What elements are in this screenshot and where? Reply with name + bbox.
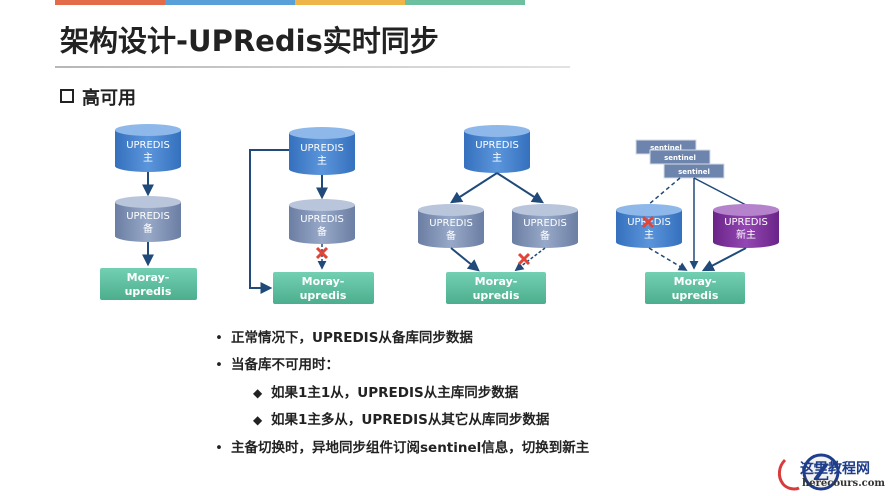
- d4-old-primary-db-icon: UPREDIS 主: [616, 204, 682, 248]
- d1-standby-db-icon: UPREDIS 备: [115, 196, 181, 242]
- d1-moray-label-2: upredis: [125, 285, 172, 298]
- d2-moray-label-1: Moray-: [302, 275, 345, 288]
- d4-arrow-old-primary-moray: [648, 247, 688, 271]
- d3-standby-b-label-2: 备: [540, 229, 550, 242]
- diagram-multi-standby: UPREDIS 主 UPREDIS 备 UPREDIS 备 Moray- upr…: [418, 125, 578, 304]
- bullet-dot-icon: •: [215, 330, 223, 346]
- d4-sentinel-3: sentinel: [663, 163, 725, 179]
- d4-sentinel-new-link: [693, 177, 747, 206]
- d1-primary-db-icon: UPREDIS 主: [115, 124, 181, 172]
- d4-moray-label-2: upredis: [672, 289, 719, 302]
- bullet-item: • 主备切换时，异地同步组件订阅sentinel信息，切换到新主: [215, 436, 589, 456]
- d3-standby-a-db-icon: UPREDIS 备: [418, 204, 484, 248]
- d3-moray-label-1: Moray-: [475, 275, 518, 288]
- d2-primary-label-2: 主: [317, 155, 327, 167]
- d2-arrow-primary-moray: [249, 149, 289, 294]
- d4-new-primary-db-icon: UPREDIS 新主: [713, 204, 779, 248]
- d3-arrow-primary-standby-a: [449, 172, 498, 204]
- svg-text:Z: Z: [813, 460, 829, 486]
- d2-moray-box: Moray- upredis: [273, 272, 374, 304]
- bullet-text: 当备库不可用时：: [231, 357, 339, 373]
- sub-bullet-text: 如果1主1从，UPREDIS从主库同步数据: [271, 385, 519, 401]
- sub-bullet-text: 如果1主多从，UPREDIS从其它从库同步数据: [271, 412, 550, 428]
- d3-arrow-standby-a-moray: [450, 247, 480, 272]
- ha-diagrams: UPREDIS 主 UPREDIS 备 Moray- upredis UPRED…: [100, 124, 779, 304]
- d3-arrow-standby-b-moray-broken: [514, 247, 546, 272]
- d3-standby-a-label-2: 备: [446, 229, 456, 242]
- d1-standby-label-1: UPREDIS: [126, 211, 170, 222]
- sub-bullet-item: ◆ 如果1主多从，UPREDIS从其它从库同步数据: [253, 408, 549, 428]
- diagram-normal: UPREDIS 主 UPREDIS 备 Moray- upredis: [100, 124, 197, 300]
- d2-primary-label-1: UPREDIS: [300, 143, 344, 154]
- checkbox-square-icon: [60, 89, 74, 103]
- diamond-bullet-icon: ◆: [253, 386, 263, 400]
- bullet-dot-icon: •: [215, 357, 223, 373]
- d2-moray-label-2: upredis: [300, 289, 347, 302]
- d1-primary-label-1: UPREDIS: [126, 140, 170, 151]
- watermark-logo-icon: Z: [777, 453, 840, 491]
- d2-standby-db-icon: UPREDIS 备: [289, 199, 355, 244]
- d1-primary-label-2: 主: [143, 152, 153, 164]
- d3-moray-box: Moray- upredis: [446, 272, 546, 304]
- bullet-dot-icon: •: [215, 440, 223, 456]
- d4-old-primary-label-2: 主: [644, 229, 654, 241]
- d1-moray-box: Moray- upredis: [100, 268, 197, 300]
- title-rule: [55, 66, 570, 68]
- d3-fail-x-icon: [517, 252, 531, 266]
- d4-new-primary-label-2: 新主: [736, 228, 756, 241]
- bullet-text: 主备切换时，异地同步组件订阅sentinel信息，切换到新主: [231, 440, 590, 456]
- d3-standby-a-label-1: UPREDIS: [429, 218, 473, 229]
- watermark-name: 这里教程网: [800, 461, 870, 477]
- sub-bullet-item: ◆ 如果1主1从，UPREDIS从主库同步数据: [253, 381, 518, 401]
- d3-primary-db-icon: UPREDIS 主: [464, 125, 530, 173]
- watermark-url: herecours.com: [802, 478, 886, 489]
- d3-standby-b-db-icon: UPREDIS 备: [512, 204, 578, 248]
- d4-fail-x-icon: [641, 215, 655, 229]
- bullet-item: • 当备库不可用时：: [215, 353, 339, 373]
- d2-primary-db-icon: UPREDIS 主: [289, 127, 355, 175]
- d4-new-primary-label-1: UPREDIS: [724, 217, 768, 228]
- d4-sentinel-2: sentinel: [649, 149, 711, 165]
- d3-primary-label-1: UPREDIS: [475, 140, 519, 151]
- d3-primary-label-2: 主: [492, 152, 502, 164]
- bullet-text: 正常情况下，UPREDIS从备库同步数据: [231, 330, 473, 346]
- d2-fail-x-icon: [315, 246, 329, 260]
- d4-sentinel-old-link: [647, 177, 681, 206]
- d4-sentinel-2-label: sentinel: [664, 154, 696, 162]
- diagram-standby-down: UPREDIS 主 UPREDIS 备 Moray- upredis: [249, 127, 374, 304]
- d1-moray-label-1: Moray-: [127, 271, 170, 284]
- d1-standby-label-2: 备: [143, 222, 153, 235]
- d2-standby-label-2: 备: [317, 225, 327, 238]
- section-heading-label: 高可用: [82, 88, 136, 109]
- d4-arrow-new-primary-moray: [701, 247, 747, 272]
- bullet-item: • 正常情况下，UPREDIS从备库同步数据: [215, 326, 473, 346]
- slide-title: 架构设计-UPRedis实时同步: [60, 24, 439, 58]
- d3-standby-b-label-1: UPREDIS: [523, 218, 567, 229]
- diagram-failover: sentinel sentinel sentinel UPREDIS 主 UPR…: [616, 139, 779, 304]
- d4-moray-box: Moray- upredis: [645, 272, 745, 304]
- d4-sentinel-1-label: sentinel: [650, 144, 682, 152]
- diamond-bullet-icon: ◆: [253, 413, 263, 427]
- section-heading: 高可用: [60, 84, 136, 110]
- d3-arrow-primary-standby-b: [496, 172, 545, 204]
- d4-moray-label-1: Moray-: [674, 275, 717, 288]
- d4-sentinel-3-label: sentinel: [678, 168, 710, 176]
- d2-standby-label-1: UPREDIS: [300, 214, 344, 225]
- d3-moray-label-2: upredis: [473, 289, 520, 302]
- top-accent-bar: [0, 0, 889, 6]
